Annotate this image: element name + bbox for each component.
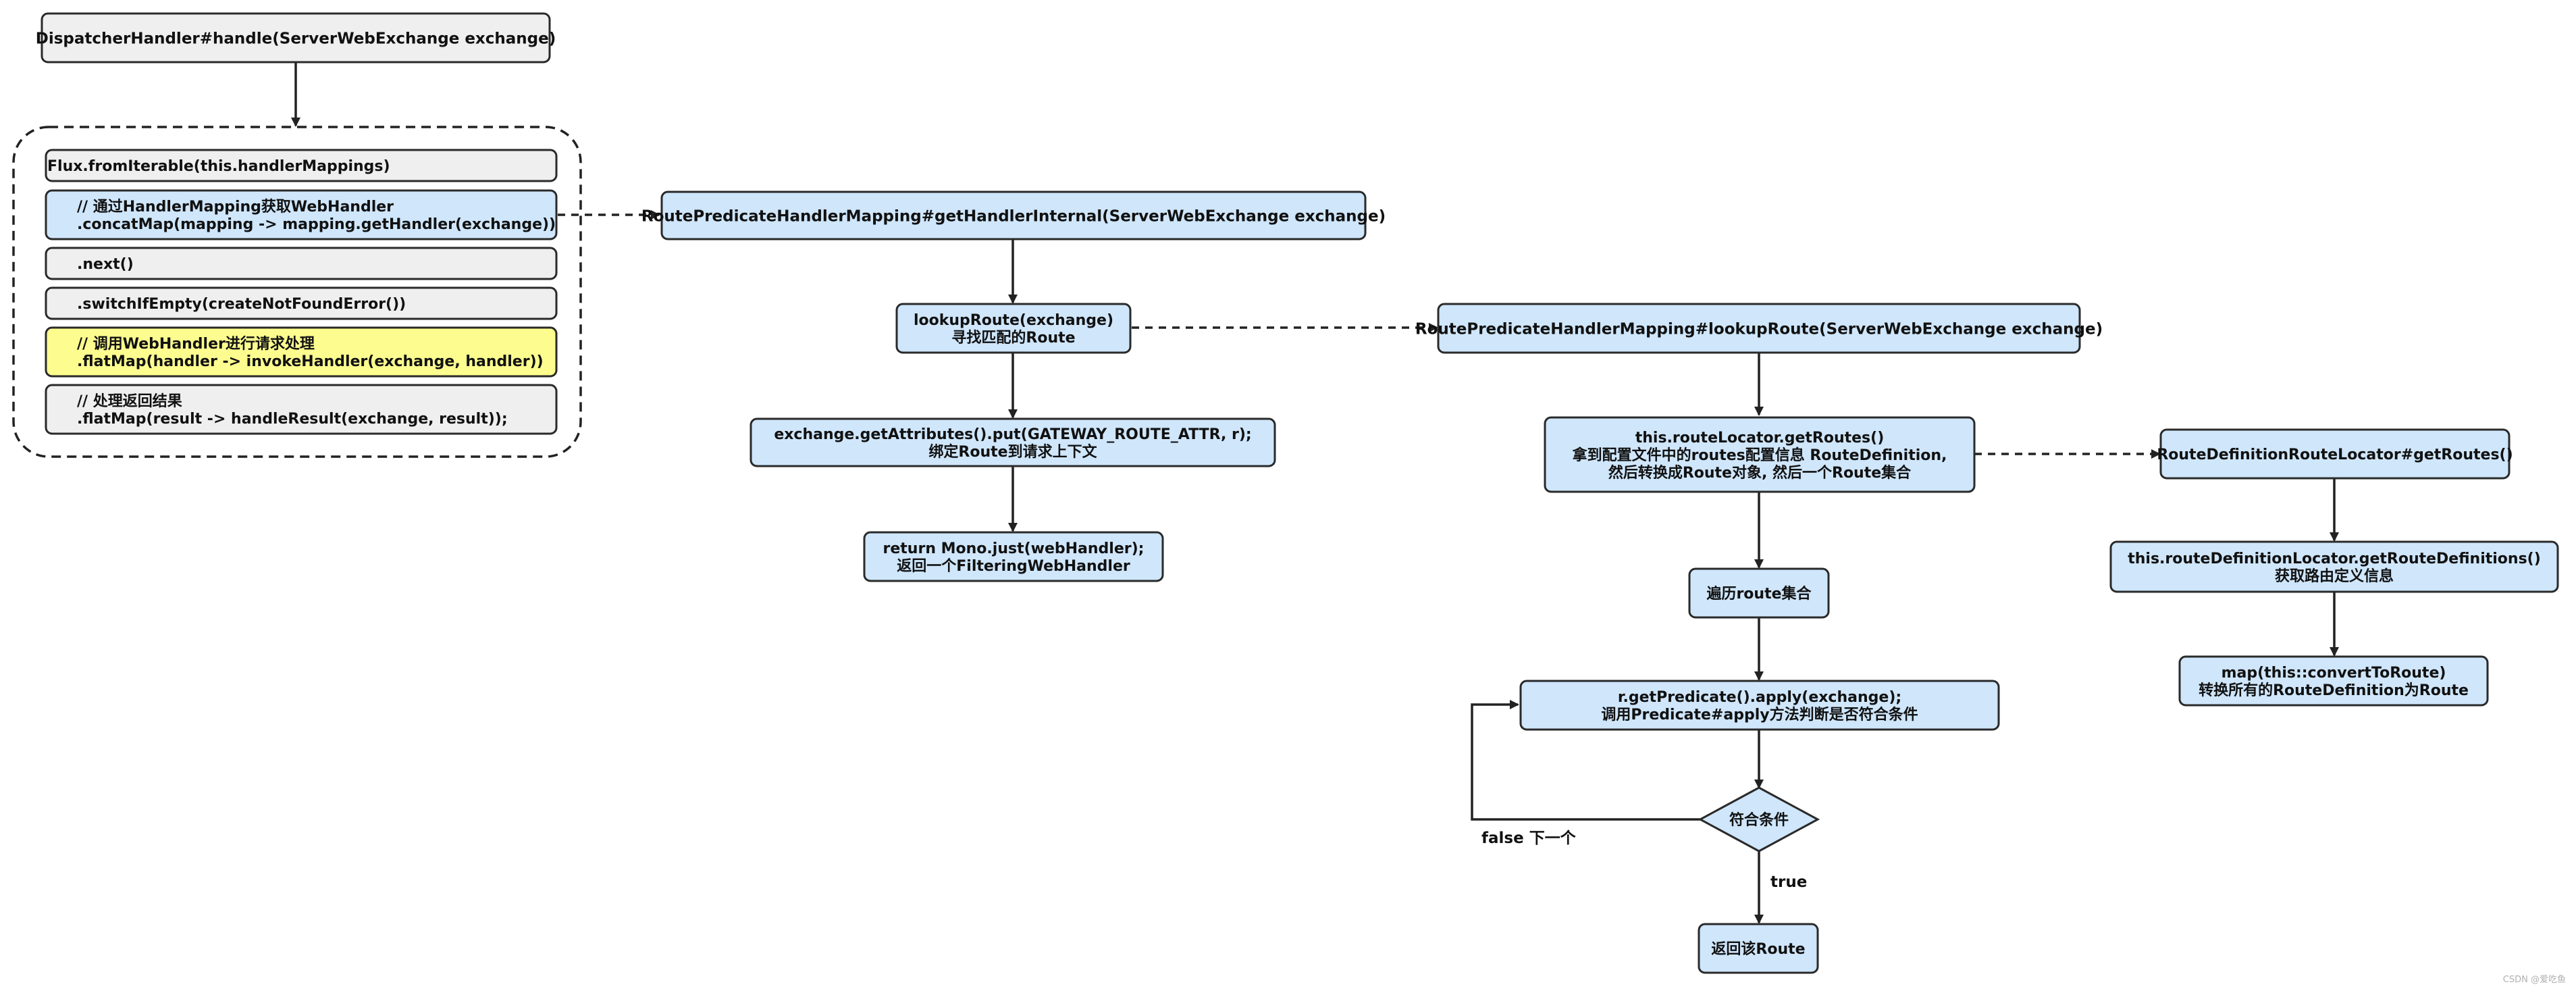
node-box <box>660 190 1367 240</box>
node-next: .next() <box>45 247 558 280</box>
node-box <box>1698 923 1819 974</box>
node-return-mono: return Mono.just(webHandler);返回一个Filteri… <box>863 531 1164 582</box>
nodes: DispatcherHandler#handle(ServerWebExchan… <box>36 12 2559 974</box>
node-box <box>45 286 558 320</box>
edges <box>291 62 2339 924</box>
node-text-line: this.routeLocator.getRoutes() <box>1635 430 1885 447</box>
node-return-route: 返回该Route <box>1698 923 1819 974</box>
node-text-line: Flux.fromIterable(this.handlerMappings) <box>47 158 390 175</box>
node-text-line: 调用Predicate#apply方法判断是否符合条件 <box>1601 706 1918 723</box>
node-text-line: .flatMap(result -> handleResult(exchange… <box>77 411 508 428</box>
node-predicate: r.getPredicate().apply(exchange);调用Predi… <box>1519 680 2000 731</box>
node-map-convert: map(this::convertToRoute)转换所有的RouteDefin… <box>2178 655 2489 707</box>
node-text-line: map(this::convertToRoute) <box>2222 665 2446 682</box>
node-text-line: .flatMap(handler -> invokeHandler(exchan… <box>77 353 544 370</box>
node-text-line: 返回一个FilteringWebHandler <box>897 558 1130 575</box>
node-text-line: 寻找匹配的Route <box>951 329 1075 347</box>
node-box <box>45 189 558 240</box>
node-box <box>2178 655 2489 707</box>
node-box <box>45 326 558 378</box>
node-lookup-route: lookupRoute(exchange)寻找匹配的Route <box>895 303 1132 354</box>
node-result: // 处理返回结果.flatMap(result -> handleResult… <box>45 384 558 435</box>
node-box <box>45 384 558 435</box>
node-dispatcher: DispatcherHandler#handle(ServerWebExchan… <box>36 12 556 63</box>
node-switch: .switchIfEmpty(createNotFoundError()) <box>45 286 558 320</box>
node-box <box>45 247 558 280</box>
node-text-line: .switchIfEmpty(createNotFoundError()) <box>77 296 406 313</box>
node-text-line: r.getPredicate().apply(exchange); <box>1618 689 1901 706</box>
false-edge-label: false 下一个 <box>1481 830 1577 847</box>
node-concat: // 通过HandlerMapping获取WebHandler.concatMa… <box>45 189 558 240</box>
decision-diamond <box>1698 786 1820 852</box>
node-box <box>2159 428 2511 480</box>
node-box <box>41 12 551 63</box>
node-text-line: exchange.getAttributes().put(GATEWAY_ROU… <box>774 426 1251 443</box>
node-text-line: // 通过HandlerMapping获取WebHandler <box>77 199 394 215</box>
node-box <box>895 303 1132 354</box>
node-text-line: this.routeDefinitionLocator.getRouteDefi… <box>2128 551 2541 567</box>
node-text-line: 然后转换成Route对象, 然后一个Route集合 <box>1608 464 1912 482</box>
node-get-route-defs: this.routeDefinitionLocator.getRouteDefi… <box>2109 540 2559 593</box>
node-text-line: 转换所有的RouteDefinition为Route <box>2199 682 2469 699</box>
node-text-line: lookupRoute(exchange) <box>914 312 1113 329</box>
watermark: CSDN @爱吃鱼 <box>2503 974 2566 985</box>
node-text-line: 遍历route集合 <box>1706 585 1812 603</box>
node-box <box>1544 416 1976 493</box>
node-text-line: 返回该Route <box>1711 940 1805 958</box>
pipeline-group <box>12 126 582 458</box>
node-text-line: // 处理返回结果 <box>77 392 182 410</box>
node-invoke: // 调用WebHandler进行请求处理.flatMap(handler ->… <box>45 326 558 378</box>
node-rdl-get-routes: RouteDefinitionRouteLocator#getRoutes() <box>2157 428 2513 480</box>
node-flux: Flux.fromIterable(this.handlerMappings) <box>45 149 558 182</box>
node-box <box>2109 540 2559 593</box>
node-text-line: RoutePredicateHandlerMapping#lookupRoute… <box>1415 320 2103 338</box>
node-get-routes: this.routeLocator.getRoutes()拿到配置文件中的rou… <box>1544 416 1976 493</box>
node-box <box>750 417 1276 467</box>
node-box <box>45 149 558 182</box>
node-text-line: .concatMap(mapping -> mapping.getHandler… <box>77 216 556 233</box>
node-box <box>863 531 1164 582</box>
node-text-line: // 调用WebHandler进行请求处理 <box>77 335 315 353</box>
true-edge-label: true <box>1770 873 1807 891</box>
node-text-line: return Mono.just(webHandler); <box>883 540 1145 557</box>
node-text-line: 获取路由定义信息 <box>2275 567 2394 585</box>
node-text-line: RoutePredicateHandlerMapping#getHandlerI… <box>641 207 1386 225</box>
node-text-line: 拿到配置文件中的routes配置信息 RouteDefinition, <box>1572 447 1947 464</box>
node-lookup-route-def: RoutePredicateHandlerMapping#lookupRoute… <box>1415 303 2103 354</box>
decision-text: 符合条件 <box>1729 811 1789 829</box>
node-text-line: 绑定Route到请求上下文 <box>928 443 1097 461</box>
node-traverse: 遍历route集合 <box>1688 567 1830 619</box>
node-box <box>1519 680 2000 731</box>
node-box <box>1437 303 2081 354</box>
node-text-line: .next() <box>77 256 134 273</box>
node-text-line: RouteDefinitionRouteLocator#getRoutes() <box>2157 447 2513 463</box>
edge-decision-false-loop <box>1471 700 1700 821</box>
node-text-line: DispatcherHandler#handle(ServerWebExchan… <box>36 30 556 47</box>
node-box <box>1688 567 1830 619</box>
node-decision: 符合条件 <box>1698 786 1820 852</box>
node-get-handler-internal: RoutePredicateHandlerMapping#getHandlerI… <box>641 190 1386 240</box>
node-get-attributes: exchange.getAttributes().put(GATEWAY_ROU… <box>750 417 1276 467</box>
